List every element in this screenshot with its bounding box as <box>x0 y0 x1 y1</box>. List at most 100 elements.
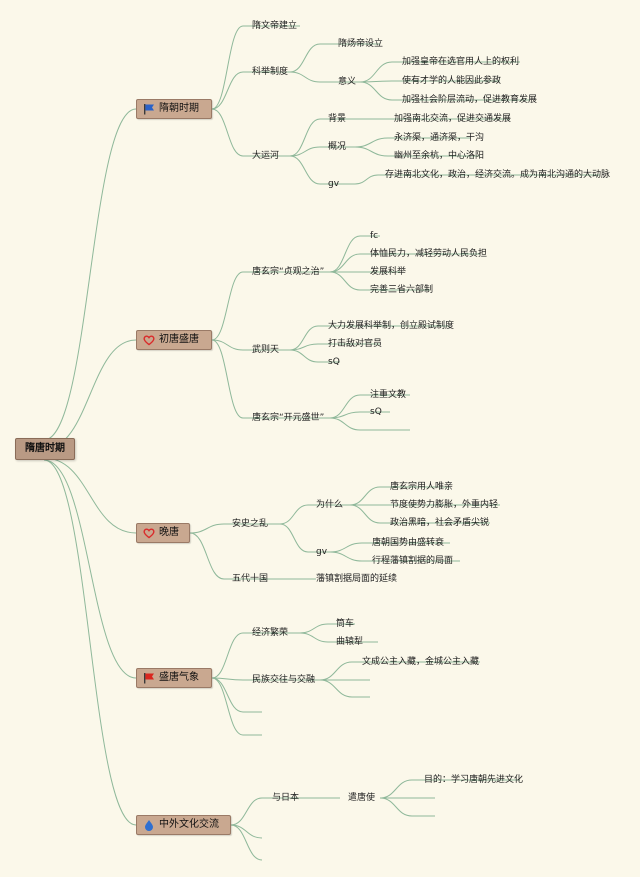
topic-label: 唐朝国势由盛转衰 <box>372 538 445 548</box>
topic-label: fc <box>370 231 379 241</box>
connector-line <box>359 81 530 101</box>
connector-line <box>354 137 470 148</box>
topic-label: 唐玄宗“贞观之治” <box>252 267 325 277</box>
branch-node-late-tang[interactable]: 晚唐 <box>136 523 190 543</box>
connector-line <box>43 339 137 450</box>
topic-label: 节度使势力膨胀，外重内轻 <box>390 500 499 510</box>
branch-node-early-tang[interactable]: 初唐盛唐 <box>136 330 212 350</box>
connector-line <box>230 797 308 826</box>
connector-line <box>289 43 380 73</box>
topic-label: 大力发展科举制，创立殿试制度 <box>328 321 455 331</box>
connector-line <box>329 417 410 431</box>
connector-line <box>329 542 450 553</box>
topic-label: 五代十国 <box>232 574 269 584</box>
connector-line <box>211 677 262 736</box>
topic-label: 意义 <box>338 77 357 87</box>
connector-line <box>359 80 500 83</box>
connector-line <box>211 632 300 679</box>
topic-label: 科举制度 <box>252 67 289 77</box>
topic-label: 为什么 <box>316 500 344 510</box>
topic-label: 安史之乱 <box>232 519 269 529</box>
connector-line <box>299 623 355 634</box>
branch-label: 中外文化交流 <box>159 819 219 830</box>
connector-line <box>329 551 460 562</box>
topic-label: 隋文帝建立 <box>252 21 298 31</box>
topic-label: 大运河 <box>252 151 280 161</box>
connector-line <box>329 271 430 291</box>
topic-label: 打击敌对官员 <box>328 339 383 349</box>
topic-label: 与日本 <box>272 793 300 803</box>
connector-line <box>329 235 380 273</box>
connector-line <box>329 394 410 419</box>
topic-label: 隋炀帝设立 <box>338 39 384 49</box>
connector-line <box>211 71 290 110</box>
branch-node-flourishing-tang[interactable]: 盛唐气象 <box>136 668 212 688</box>
connector-line <box>379 797 435 817</box>
topic-label: 目的：学习唐朝先进文化 <box>424 775 524 785</box>
topic-label: 完善三省六部制 <box>370 285 434 295</box>
drop-icon <box>145 820 153 831</box>
connector-line <box>43 459 137 679</box>
connector-line <box>211 677 262 713</box>
connector-line <box>349 486 450 506</box>
topic-label: sQ <box>328 357 340 367</box>
connector-line <box>329 411 390 419</box>
connector-line <box>230 824 263 839</box>
topic-label: 体恤民力，减轻劳动人民负担 <box>370 249 488 259</box>
connector-line <box>189 532 282 580</box>
topic-label: 发展科举 <box>370 267 407 277</box>
connector-line <box>289 325 450 351</box>
connector-line <box>289 71 360 83</box>
branch-label: 晚唐 <box>159 527 179 538</box>
topic-label: 遣唐使 <box>348 793 376 803</box>
topic-label: 永济渠，通济渠，干沟 <box>394 133 485 143</box>
connector-line <box>211 677 320 681</box>
topic-label: sQ <box>370 407 382 417</box>
connector-line <box>354 146 480 157</box>
branch-label: 隋朝时期 <box>159 103 199 114</box>
connector-line <box>359 61 520 83</box>
topic-label: gv <box>316 547 328 557</box>
connector-line <box>43 457 137 534</box>
connector-line <box>43 459 137 826</box>
connector-line <box>319 679 370 698</box>
branch-label: 盛唐气象 <box>159 672 199 683</box>
connector-line <box>211 108 290 157</box>
topic-label: 注重文教 <box>370 390 407 400</box>
topic-label: 使有才学的人能因此参政 <box>402 76 502 86</box>
connector-line <box>211 339 330 419</box>
topic-label: 文成公主入藏，金城公主入藏 <box>362 657 480 667</box>
connector-line <box>349 504 490 524</box>
connector-line <box>299 632 378 643</box>
topic-label: gv <box>328 179 340 189</box>
branch-node-sui[interactable]: 隋朝时期 <box>136 99 212 119</box>
heart-icon <box>143 335 155 346</box>
connector-line <box>289 343 380 351</box>
root-node[interactable]: 隋唐时期 <box>15 438 75 460</box>
topic-label: 加强社会阶层流动，促进教育发展 <box>402 95 538 105</box>
connector-line <box>279 523 330 553</box>
heart-icon <box>143 528 155 539</box>
connector-line <box>211 339 290 351</box>
connector-line <box>354 174 600 185</box>
connector-line <box>189 523 280 534</box>
topic-label: 唐玄宗“开元盛世” <box>252 413 325 423</box>
connector-line <box>319 661 480 681</box>
topic-label: 政治黑暗，社会矛盾尖锐 <box>390 518 490 528</box>
branch-label: 初唐盛唐 <box>159 334 199 345</box>
topic-label: 存进南北文化，政治，经济交流。成为南北沟通的大动脉 <box>385 170 611 180</box>
topic-label: 筒车 <box>336 619 355 629</box>
topic-label: 曲辕犁 <box>336 637 364 647</box>
topic-label: 唐玄宗用人唯亲 <box>390 482 454 492</box>
branch-node-cultural-exchange[interactable]: 中外文化交流 <box>136 815 231 835</box>
topic-label: 加强皇帝在选官用人上的权利 <box>402 57 520 67</box>
connector-line <box>211 271 330 341</box>
connector-line <box>329 253 480 273</box>
topic-label: 民族交往与交融 <box>252 675 316 685</box>
topic-label: 藩镇割据局面的延续 <box>316 574 398 584</box>
red-flag-icon <box>144 673 154 684</box>
connector-line <box>211 25 300 110</box>
connector-line <box>279 504 350 525</box>
connector-line <box>43 108 137 441</box>
